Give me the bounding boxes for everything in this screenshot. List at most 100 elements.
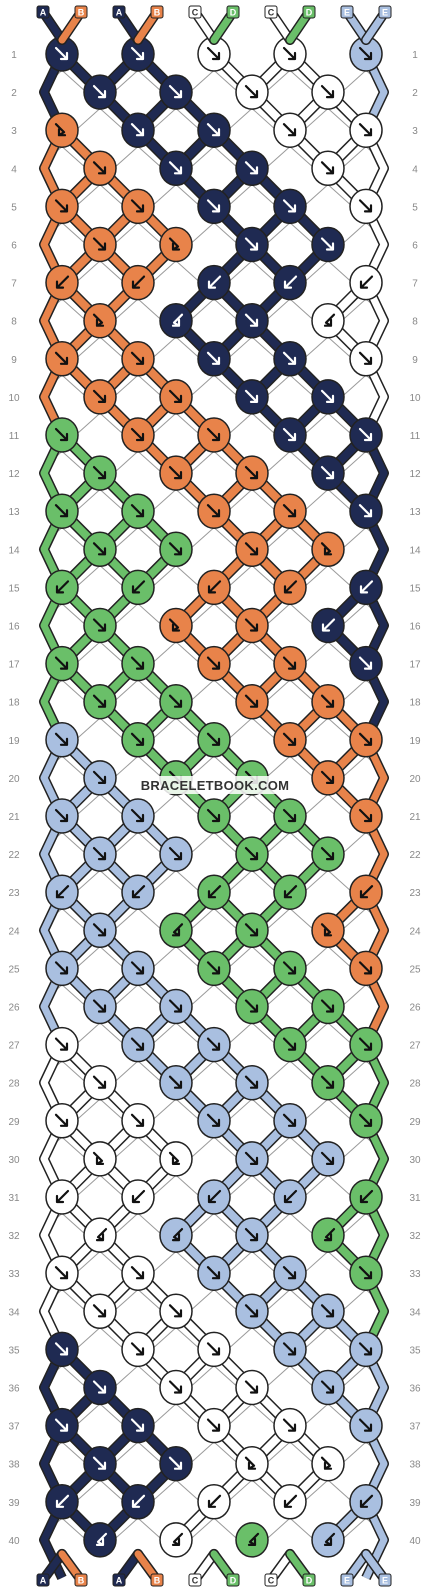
knot bbox=[83, 1064, 117, 1101]
knot-arrow-icon bbox=[207, 1189, 222, 1204]
knot-arrow-icon bbox=[320, 542, 333, 556]
row-number-right: 19 bbox=[409, 736, 421, 747]
knot-arrow-icon bbox=[168, 466, 183, 480]
row-number-left: 4 bbox=[11, 164, 17, 175]
knot bbox=[349, 798, 383, 834]
row-number-right: 27 bbox=[409, 1041, 421, 1052]
knot-arrow-icon bbox=[320, 770, 335, 785]
knot-arrow-icon bbox=[282, 1342, 297, 1356]
row-number-left: 5 bbox=[11, 202, 17, 213]
knot-arrow-icon bbox=[282, 504, 297, 518]
row-number-left: 9 bbox=[11, 355, 17, 366]
knot-arrow-icon bbox=[320, 1304, 335, 1318]
knot-arrow-icon bbox=[207, 1494, 222, 1508]
knot bbox=[273, 417, 307, 453]
knot-arrow-icon bbox=[206, 351, 221, 365]
knot bbox=[159, 1522, 193, 1558]
knot-arrow-icon bbox=[171, 923, 184, 937]
knot-arrow-icon bbox=[244, 846, 259, 861]
knot-arrow-icon bbox=[320, 1151, 335, 1166]
knot bbox=[197, 1255, 231, 1291]
knot-arrow-icon bbox=[54, 808, 69, 823]
row-number-right: 35 bbox=[409, 1345, 421, 1356]
knot bbox=[159, 607, 193, 644]
knot-arrow-icon bbox=[168, 846, 183, 861]
knot bbox=[349, 722, 383, 758]
knot bbox=[121, 1331, 155, 1368]
strand-label-chip bbox=[150, 1573, 164, 1587]
knot bbox=[349, 188, 383, 225]
knot-arrow-icon bbox=[206, 427, 221, 442]
knot bbox=[121, 341, 155, 377]
knot-arrow-icon bbox=[359, 1494, 374, 1508]
knot bbox=[159, 302, 193, 339]
knot-arrow-icon bbox=[130, 1266, 145, 1280]
knot-arrow-icon bbox=[358, 504, 373, 518]
knot bbox=[311, 912, 345, 949]
strand-label: D bbox=[230, 1576, 237, 1586]
knot-arrow-icon bbox=[206, 1113, 221, 1127]
knot bbox=[83, 1522, 117, 1558]
knot bbox=[273, 264, 307, 301]
knot bbox=[349, 645, 383, 682]
knot bbox=[197, 264, 231, 301]
knot-arrow-icon bbox=[206, 656, 221, 670]
knot-arrow-icon bbox=[92, 1380, 107, 1394]
knot bbox=[349, 1026, 383, 1063]
knot bbox=[349, 493, 383, 529]
row-number-left: 3 bbox=[11, 126, 17, 137]
row-number-right: 23 bbox=[409, 888, 421, 899]
knot bbox=[159, 1293, 193, 1330]
knot bbox=[311, 683, 345, 720]
strand-label: A bbox=[116, 1576, 123, 1586]
knot bbox=[45, 874, 79, 910]
knot bbox=[83, 607, 117, 644]
row-number-right: 22 bbox=[409, 850, 421, 861]
row-number-left: 23 bbox=[8, 888, 20, 899]
knot bbox=[197, 1026, 231, 1063]
knot bbox=[197, 112, 231, 148]
knot-arrow-icon bbox=[207, 275, 222, 289]
knot bbox=[121, 1407, 155, 1444]
knot-arrow-icon bbox=[130, 123, 145, 137]
row-number-right: 4 bbox=[412, 164, 418, 175]
strand-label-chip bbox=[302, 1573, 316, 1587]
knot-arrow-icon bbox=[171, 1227, 184, 1242]
knot-arrow-icon bbox=[244, 466, 259, 480]
knot-arrow-icon bbox=[92, 1075, 107, 1089]
knot bbox=[121, 188, 155, 225]
knot bbox=[121, 569, 155, 606]
knot-arrow-icon bbox=[92, 694, 107, 708]
knot bbox=[45, 645, 79, 682]
knot-arrow-icon bbox=[131, 580, 146, 594]
strand-label-chip bbox=[188, 1573, 202, 1587]
knot-arrow-icon bbox=[320, 1380, 335, 1394]
knot-arrow-icon bbox=[168, 1151, 181, 1166]
knot-arrow-icon bbox=[54, 1113, 69, 1127]
knot bbox=[197, 1103, 231, 1139]
row-number-left: 11 bbox=[9, 431, 20, 442]
row-number-right: 21 bbox=[409, 812, 421, 823]
row-number-right: 18 bbox=[409, 698, 421, 709]
knot bbox=[235, 1369, 269, 1406]
knot-arrow-icon bbox=[206, 808, 221, 823]
knot bbox=[197, 188, 231, 225]
knot bbox=[121, 1179, 155, 1215]
knot bbox=[121, 798, 155, 834]
knot-arrow-icon bbox=[54, 1418, 69, 1432]
knot bbox=[273, 645, 307, 682]
knot-arrow-icon bbox=[54, 427, 69, 442]
knot-arrow-icon bbox=[358, 351, 373, 365]
knot bbox=[121, 1484, 155, 1520]
knot-arrow-icon bbox=[244, 389, 259, 403]
knot-arrow-icon bbox=[244, 542, 259, 556]
knot bbox=[311, 1445, 345, 1482]
knot-arrow-icon bbox=[244, 84, 259, 99]
knot-arrow-icon bbox=[54, 961, 69, 975]
knot bbox=[45, 493, 79, 529]
strand-label-chip bbox=[340, 5, 354, 19]
knot bbox=[235, 455, 269, 491]
knot-arrow-icon bbox=[130, 961, 145, 975]
row-number-left: 39 bbox=[8, 1498, 20, 1509]
knot-arrow-icon bbox=[131, 1189, 146, 1204]
